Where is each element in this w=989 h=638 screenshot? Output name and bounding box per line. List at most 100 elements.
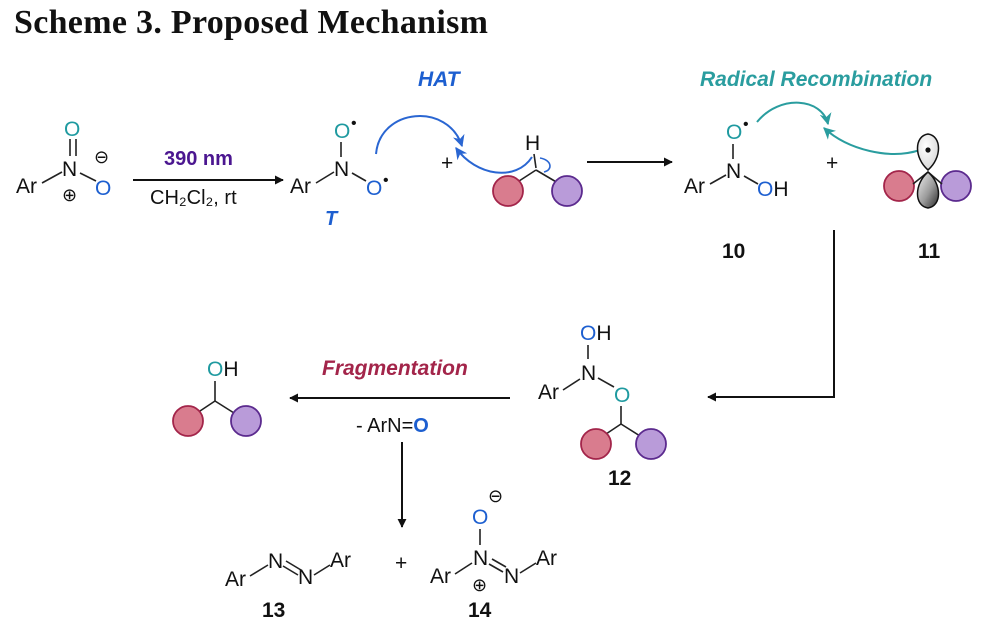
h-atom: H [773, 178, 788, 201]
bond [620, 423, 641, 437]
p-orbital-bottom-lobe-icon [916, 171, 940, 209]
ar-label: Ar [330, 549, 351, 572]
ar-label: Ar [290, 175, 311, 198]
byproduct-oxygen: O [413, 415, 429, 437]
o-atom: O [757, 178, 773, 201]
radical-dot-icon: • [383, 172, 389, 189]
bond [454, 562, 473, 575]
hat-curved-arrow [455, 147, 533, 174]
bond [743, 175, 759, 185]
bond [709, 174, 727, 185]
bond [533, 153, 537, 169]
n-atom: N [268, 550, 283, 573]
bond [214, 400, 235, 414]
n-atom: N [504, 565, 519, 588]
compound-number-12: 12 [608, 467, 631, 490]
negative-charge-icon: ⊖ [488, 486, 503, 506]
o-atom: O [726, 121, 742, 144]
double-bond-sign: = [402, 415, 414, 437]
alcohol-product-structure: OH [172, 358, 262, 437]
oh-group: OH [757, 178, 789, 201]
compound-11-structure: 11 [883, 133, 972, 263]
plus-sign: + [441, 152, 453, 175]
bond [313, 564, 331, 576]
recombination-curved-arrow [756, 101, 832, 126]
byproduct-prefix: - ArN [356, 415, 402, 437]
radical-dot-icon: • [743, 116, 749, 133]
o-atom: O [95, 177, 111, 200]
solvent-label: CH₂Cl₂, rt [150, 187, 237, 209]
substituent-purple [940, 170, 972, 202]
oh-group: OH [207, 358, 239, 381]
o-atom: O [334, 120, 350, 143]
bond [249, 564, 269, 577]
triplet-label: T [325, 208, 339, 230]
compound-number-14: 14 [468, 599, 492, 622]
wavelength-label: 390 nm [164, 148, 233, 170]
bond [562, 378, 581, 391]
compound-number-10: 10 [722, 240, 745, 263]
ar-label: Ar [430, 565, 451, 588]
ar-label: Ar [16, 175, 37, 198]
substituent-purple [551, 175, 583, 207]
h-atom: H [223, 358, 238, 381]
h-atom: H [525, 132, 540, 155]
substrate-structure: H [492, 132, 583, 207]
substituent-red [580, 428, 612, 460]
o-atom: O [366, 177, 382, 200]
fragmentation-label: Fragmentation [322, 357, 468, 380]
substituent-red [492, 175, 524, 207]
oh-group: OH [580, 322, 612, 345]
bond-electron-arrow [539, 157, 551, 173]
n-atom: N [473, 547, 488, 570]
radical-dot-icon [925, 147, 931, 153]
n-atom: N [581, 362, 596, 385]
substituent-purple [635, 428, 667, 460]
substituent-red [172, 405, 204, 437]
double-bond [488, 563, 504, 573]
bond [519, 562, 537, 574]
recombination-label: Radical Recombination [700, 68, 932, 91]
n-atom: N [334, 158, 349, 181]
radical-dot-icon: • [351, 115, 357, 132]
o-atom: O [580, 322, 596, 345]
o-atom: O [472, 506, 488, 529]
n-atom: N [298, 566, 313, 589]
negative-charge-icon: ⊖ [94, 147, 109, 167]
bond [535, 169, 559, 184]
compound-number-11: 11 [918, 240, 941, 263]
substituent-red [883, 170, 915, 202]
o-atom: O [207, 358, 223, 381]
hat-curved-arrow [375, 115, 465, 155]
ar-label: Ar [538, 381, 559, 404]
substituent-purple [230, 405, 262, 437]
h-atom: H [596, 322, 611, 345]
recombination-curved-arrow [823, 127, 921, 155]
triplet-state-structure: Ar N O • O • T [290, 115, 389, 230]
compound-12-structure: OH N Ar O 12 [538, 322, 667, 490]
o-atom: O [614, 384, 630, 407]
compound-10-structure: Ar N O • OH 10 [684, 116, 789, 263]
ar-label: Ar [225, 568, 246, 591]
positive-charge-icon: ⊕ [472, 575, 487, 595]
bond [41, 171, 63, 184]
bond [597, 377, 615, 388]
bond [315, 171, 335, 184]
nitroarene-structure: Ar N ⊕ O O ⊖ [16, 118, 111, 205]
reaction-arrow [707, 230, 835, 402]
bond [351, 172, 367, 182]
double-bond [491, 558, 507, 568]
positive-charge-icon: ⊕ [62, 185, 77, 205]
ar-label: Ar [684, 175, 705, 198]
compound-14-structure: O ⊖ N ⊕ Ar N Ar 14 [430, 486, 557, 622]
double-bond [285, 560, 302, 571]
plus-sign: + [395, 552, 407, 575]
bond [79, 172, 97, 182]
o-atom: O [64, 118, 80, 141]
n-atom: N [726, 160, 741, 183]
hat-label: HAT [418, 68, 462, 91]
byproduct-label: - ArN=O [356, 415, 429, 437]
scheme-title: Scheme 3. Proposed Mechanism [14, 4, 489, 41]
ar-label: Ar [536, 547, 557, 570]
